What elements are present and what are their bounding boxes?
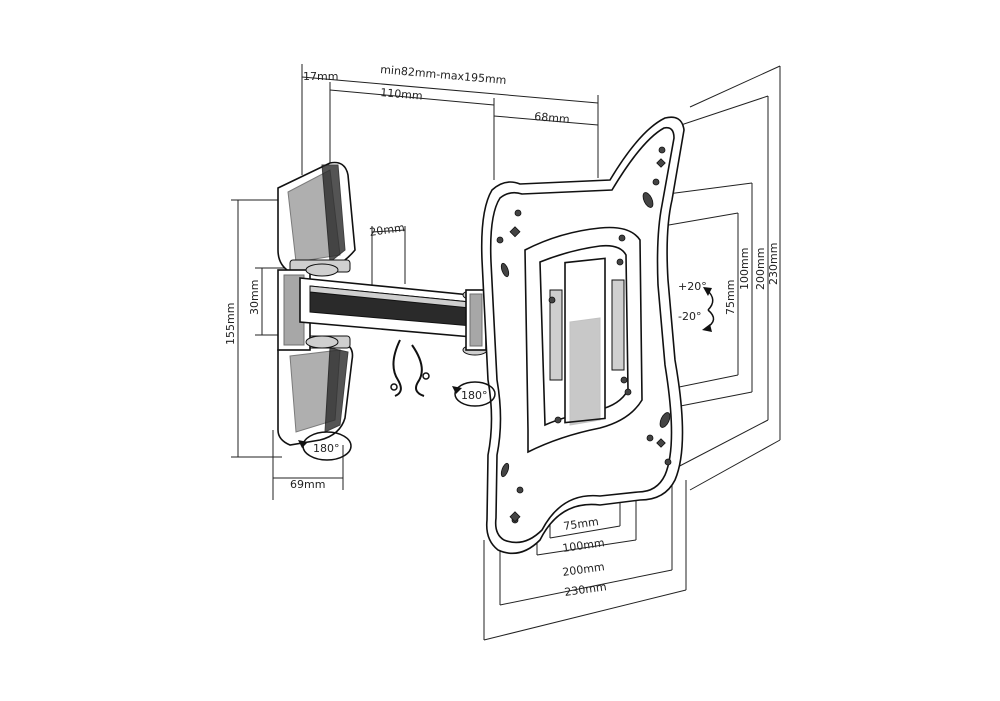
label-tilt-up: +20°: [678, 280, 707, 293]
tilt-arrows: [702, 287, 715, 332]
rotation-labels: 180° 180° +20° -20°: [313, 280, 707, 455]
cable-hooks: [390, 339, 430, 397]
vesa-plate: [480, 116, 685, 555]
label-v200mm: 200mm: [754, 248, 767, 290]
label-h200mm: 200mm: [562, 560, 606, 579]
label-tilt-down: -20°: [678, 310, 701, 323]
label-v75mm: 75mm: [724, 280, 737, 315]
label-h100mm: 100mm: [562, 536, 606, 555]
label-69mm: 69mm: [290, 478, 325, 491]
label-155mm: 155mm: [224, 303, 237, 345]
arm-swivel-indicator: [452, 381, 496, 407]
swing-arm: [299, 263, 488, 356]
label-17mm: 17mm: [303, 70, 338, 83]
label-arm-swivel: 180°: [461, 389, 488, 402]
wall-plate-lower: [277, 335, 354, 446]
label-h75mm: 75mm: [563, 515, 600, 533]
label-68mm: 68mm: [534, 110, 570, 126]
label-20mm: 20mm: [369, 221, 406, 239]
label-v100mm: 100mm: [738, 248, 751, 290]
label-wall-swivel: 180°: [313, 442, 340, 455]
label-110mm: 110mm: [380, 86, 423, 103]
label-v230mm: 230mm: [767, 243, 780, 285]
label-30mm: 30mm: [248, 280, 261, 315]
wall-hinge: [277, 269, 311, 351]
label-range: min82mm-max195mm: [380, 63, 507, 87]
dimension-labels: min82mm-max195mm 17mm 110mm 68mm 20mm 30…: [224, 63, 780, 599]
wall-swivel-indicator: [298, 431, 352, 461]
wall-plate-upper: [277, 161, 356, 273]
label-h230mm: 230mm: [564, 580, 608, 599]
